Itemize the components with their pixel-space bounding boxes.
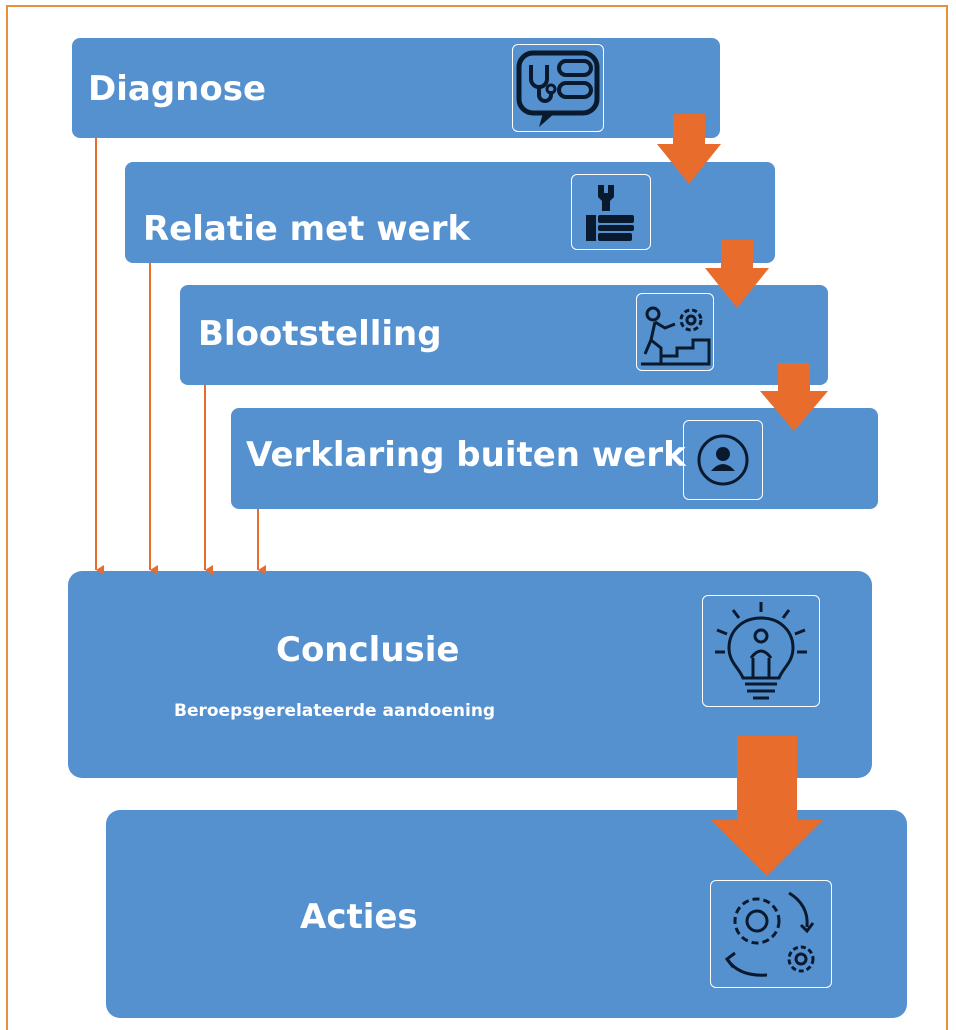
lightbulb-person-icon (702, 595, 820, 707)
step-conclusie-sublabel: Beroepsgerelateerde aandoening (174, 701, 496, 721)
step-acties: Acties (106, 810, 907, 1018)
stethoscope-chat-icon (512, 44, 604, 132)
step-relatie-label: Relatie met werk (143, 209, 471, 249)
step-conclusie-label: Conclusie (276, 630, 460, 670)
step-acties-label: Acties (300, 897, 418, 937)
person-pushing-gear-icon (636, 293, 714, 371)
person-circle-icon (683, 420, 763, 500)
step-diagnose-label: Diagnose (88, 69, 267, 109)
step-relatie-met-werk: Relatie met werk (125, 162, 775, 263)
step-blootstelling: Blootstelling (180, 285, 828, 385)
step-verklaring-buiten-werk: Verklaring buiten werk (231, 408, 878, 509)
step-diagnose: Diagnose (72, 38, 720, 138)
step-blootstelling-label: Blootstelling (198, 314, 442, 354)
step-conclusie: Conclusie Beroepsgerelateerde aandoening (68, 571, 872, 778)
hand-wrench-icon (571, 174, 651, 250)
gears-cycle-icon (710, 880, 832, 988)
diagram-frame (6, 5, 948, 1030)
step-verklaring-label: Verklaring buiten werk (246, 435, 686, 475)
